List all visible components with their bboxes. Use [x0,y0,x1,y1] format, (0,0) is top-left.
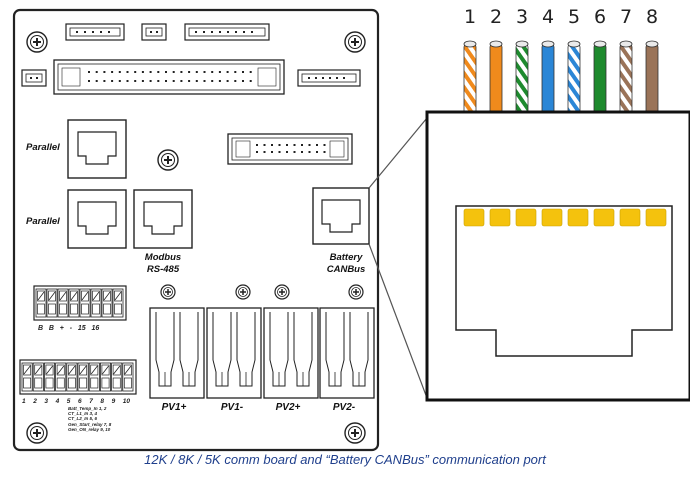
pv-connector [149,284,205,399]
rj45-pin [619,208,641,227]
terminal-note: Gen_ON_relay 9, 10 [68,426,111,432]
wire [593,40,607,115]
terminal-note: Gen_Start_relay 7, 8 [68,421,112,427]
pin-number: 7 [619,6,633,28]
rj45-pin [593,208,615,227]
pin-number: 8 [645,6,659,28]
modbus-label: Modbus [144,252,182,263]
header-connector [65,23,125,41]
rj45-pin [541,208,563,227]
canbus-label: CANBus [326,264,366,275]
terminal-number: 5 [66,398,71,405]
screw-icon [26,422,48,444]
wire [541,40,555,115]
pin-number: 5 [567,6,581,28]
rs485-label: RS-485 [146,264,180,275]
pin-number: 6 [593,6,607,28]
terminal-number: 3 [44,398,49,405]
pv1-minus-label: PV1- [220,402,244,413]
rj45-pin [645,208,667,227]
screw-icon [344,31,366,53]
terminal-number: 2 [33,398,37,405]
ribbon-connector [227,133,353,165]
terminal-block-2 [19,359,137,395]
terminal-number: 7 [89,398,93,405]
terminal-number: 1 [22,398,26,405]
wire [619,40,633,115]
pin-number: 1 [463,6,477,28]
terminal-number: 9 [111,398,116,405]
pin-number: 2 [489,6,503,28]
rj45-pin [463,208,485,227]
battery-canbus-port [312,187,370,245]
screw-icon [160,284,176,300]
rj45-pins [463,208,667,227]
zoom-line [368,117,428,189]
screw-icon [235,284,251,300]
parallel-label-1: Parallel [26,142,60,153]
pv-connectors [149,284,375,399]
wire [463,40,477,115]
rj45-pin [515,208,537,227]
rj45-port [133,189,193,249]
wire [489,40,503,115]
zoom-line [368,243,428,399]
screw-icon [348,284,364,300]
terminal-note: CT_L2_In 5, 6 [68,416,98,422]
pv2-minus-label: PV2- [332,402,356,413]
battery-label: Battery [329,252,363,263]
parallel-label-2: Parallel [26,216,60,227]
terminal-block-1 [33,285,127,321]
header-connector [141,23,167,41]
screw-icon [344,422,366,444]
wire [567,40,581,115]
terminal-number: 10 [122,398,131,405]
terminal-block-1-labels: B B + - 15 16 [38,325,100,332]
rj45-pin [567,208,589,227]
screw-icon [157,149,179,171]
screw-icon [26,31,48,53]
wire-bundle [463,40,659,115]
rj45-port [67,189,127,249]
terminal-note: CT_L1_In 3, 4 [68,411,98,417]
header-connector [21,69,47,87]
rj45-port [67,119,127,179]
wire [515,40,529,115]
pv1-plus-label: PV1+ [161,402,187,413]
pin-number: 4 [541,6,555,28]
pv-connector [319,284,375,399]
pv2-plus-label: PV2+ [275,402,301,413]
terminal-note: Batt_Temp_In 1, 2 [68,406,107,411]
header-connector [297,69,361,87]
terminal-number: 4 [55,398,60,405]
terminal-number: 6 [78,398,82,405]
pv-connector [206,284,262,399]
header-connector [184,23,270,41]
wire [645,40,659,115]
terminal-number: 8 [100,398,105,405]
pv-connector [263,284,319,399]
screw-icon [274,284,290,300]
pin-number: 3 [515,6,529,28]
enlarged-rj45-jack [455,205,673,357]
rj45-pin [489,208,511,227]
ribbon-connector [53,59,285,95]
caption: 12K / 8K / 5K comm board and “Battery CA… [144,452,546,467]
